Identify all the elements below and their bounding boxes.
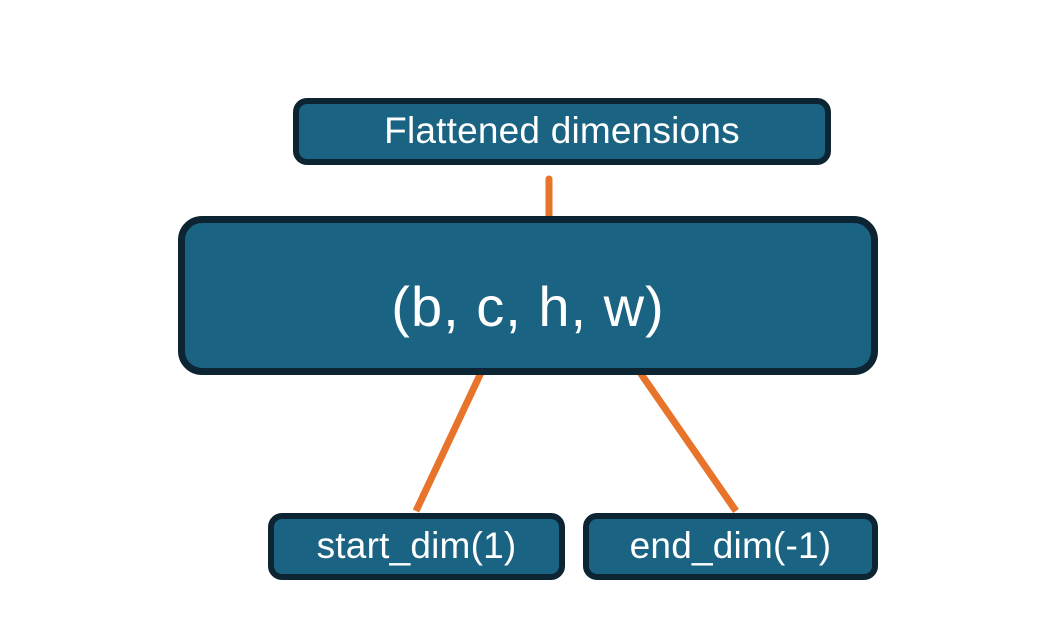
flattened-dimensions-label: Flattened dimensions bbox=[384, 110, 740, 151]
start-dim-label: start_dim(1) bbox=[316, 525, 517, 566]
end-dim-box: end_dim(-1) bbox=[583, 513, 878, 580]
tensor-shape-box: (b, c, h, w) bbox=[178, 216, 878, 375]
start-dim-box: start_dim(1) bbox=[268, 513, 565, 580]
flattened-dimensions-box: Flattened dimensions bbox=[293, 98, 831, 165]
tensor-shape-label: (b, c, h, w) bbox=[391, 274, 665, 338]
end-dim-label: end_dim(-1) bbox=[629, 525, 832, 566]
